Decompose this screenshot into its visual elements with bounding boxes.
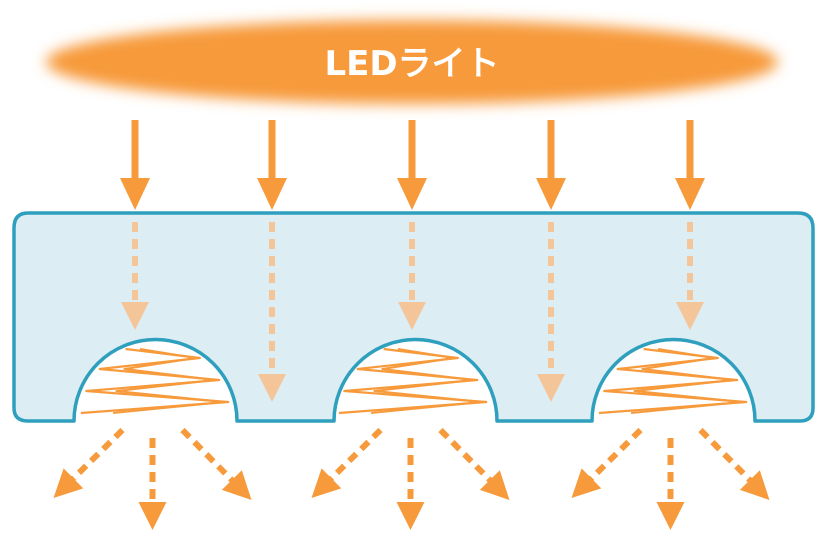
outgoing-arrow-2-left-shaft	[327, 427, 383, 482]
internal-arrow-5-head	[676, 302, 704, 330]
led-light-label: LEDライト	[324, 44, 499, 84]
internal-arrow-2	[258, 222, 286, 402]
reflection-zigzag	[80, 347, 230, 415]
dome-reflection-1	[80, 347, 230, 415]
incoming-arrow-1-head	[120, 178, 150, 210]
internal-arrow-1-head	[121, 302, 149, 330]
outgoing-arrow-2-center-head	[396, 502, 425, 530]
outgoing-arrow-1-left-shaft	[69, 427, 125, 482]
outgoing-arrow-2-left-head	[311, 468, 342, 498]
outgoing-arrow-1-right-head	[221, 470, 252, 500]
outgoing-arrow-3-left-shaft	[587, 427, 643, 482]
internal-light-arrows	[121, 222, 704, 402]
outgoing-arrow-2-right	[438, 427, 510, 500]
led-glow-ellipse	[46, 20, 778, 104]
internal-arrow-2-head	[258, 374, 286, 402]
internal-arrow-3-head	[398, 302, 426, 330]
outgoing-arrow-1-right	[180, 427, 252, 500]
incoming-arrow-1	[120, 120, 150, 210]
internal-arrow-5	[676, 222, 704, 330]
incoming-arrow-2	[257, 120, 287, 210]
outgoing-arrow-3-left	[571, 427, 643, 498]
incoming-arrow-3	[397, 120, 427, 210]
internal-arrow-1	[121, 222, 149, 330]
dome-reflection-3	[598, 347, 748, 415]
incoming-arrow-4	[536, 120, 566, 210]
internal-arrow-3	[398, 222, 426, 330]
outgoing-arrow-1-left-head	[53, 468, 84, 498]
reflection-zigzag-cross	[631, 348, 744, 414]
outgoing-arrow-3-right-shaft	[698, 427, 754, 484]
led-light-source: LEDライト	[46, 20, 778, 104]
outgoing-arrow-2-right-head	[479, 470, 510, 500]
dome-reflection-2	[338, 347, 488, 415]
outgoing-arrow-3-left-head	[571, 468, 602, 498]
outgoing-arrow-3-right	[698, 427, 770, 500]
incoming-light-arrows	[120, 120, 705, 210]
outgoing-light-arrows	[53, 427, 770, 530]
outgoing-arrow-1-center	[138, 438, 167, 530]
incoming-arrow-2-head	[257, 178, 287, 210]
internal-arrow-4	[537, 222, 565, 402]
outgoing-arrow-2-right-shaft	[438, 427, 494, 484]
outgoing-arrow-1-right-shaft	[180, 427, 236, 484]
outgoing-arrow-1-left	[53, 427, 125, 498]
incoming-arrow-5-head	[675, 178, 705, 210]
outgoing-arrow-1-center-head	[138, 502, 167, 530]
reflection-zigzag	[598, 347, 748, 415]
outgoing-arrow-2-center	[396, 438, 425, 530]
reflection-zigzag-cross	[113, 348, 226, 414]
reflection-zigzag	[338, 347, 488, 415]
outgoing-arrow-3-right-head	[739, 470, 770, 500]
outgoing-arrow-3-center-head	[656, 502, 685, 530]
internal-arrow-4-head	[537, 374, 565, 402]
incoming-arrow-5	[675, 120, 705, 210]
outgoing-arrow-2-left	[311, 427, 383, 498]
incoming-arrow-3-head	[397, 178, 427, 210]
dome-reflections	[80, 347, 748, 415]
reflection-zigzag-cross	[371, 348, 484, 414]
outgoing-arrow-3-center	[656, 438, 685, 530]
incoming-arrow-4-head	[536, 178, 566, 210]
